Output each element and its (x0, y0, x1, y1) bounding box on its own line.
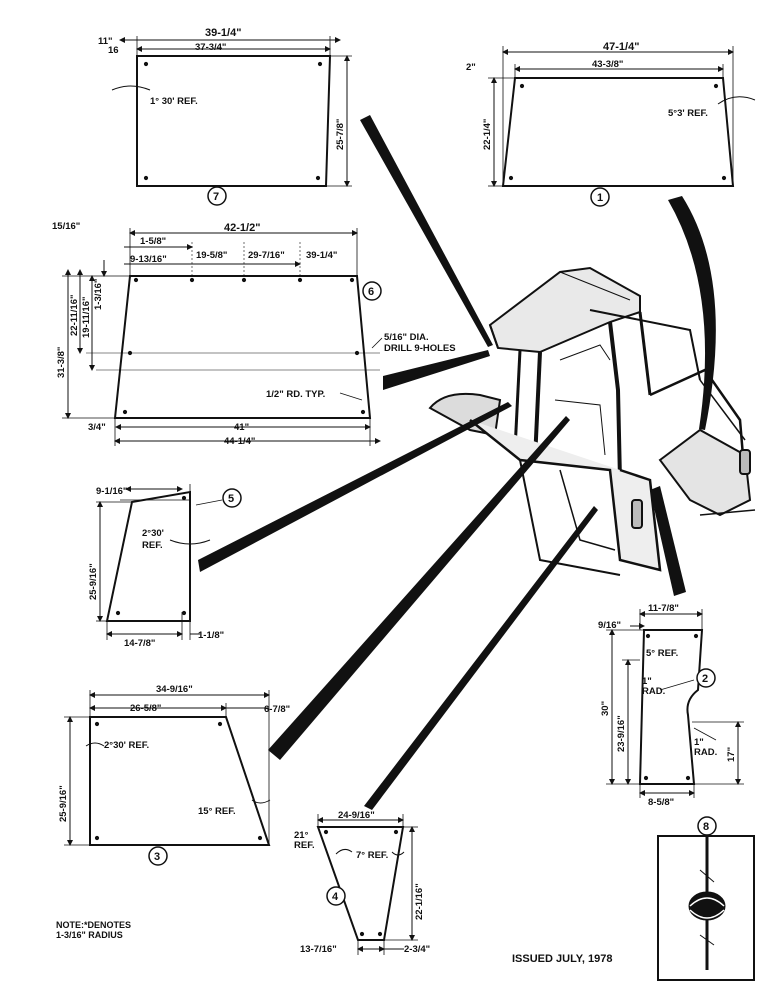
panel-6-hole-note-2: DRILL 9-HOLES (384, 343, 456, 354)
panel-1-offset: 2" (466, 62, 476, 73)
panel-6-overall-width: 44-1/4" (224, 436, 255, 447)
callout-1-label: 1 (597, 192, 603, 204)
note-line-1: NOTE:*DENOTES (56, 920, 131, 930)
panel-4-angle-1b: REF. (294, 840, 315, 851)
panel-6-height: 31-3/8" (56, 347, 67, 378)
callout-6-label: 6 (368, 286, 374, 298)
panel-3 (64, 690, 271, 866)
panel-2-height-3: 17" (726, 747, 737, 762)
callout-4-label: 4 (332, 891, 339, 903)
callout-4 (326, 886, 346, 906)
panel-2-height: 30" (600, 701, 611, 716)
panel-5-bottom-offset: 1-1/8" (198, 630, 224, 641)
panel-1-outline (501, 77, 735, 187)
callout-3-label: 3 (154, 851, 160, 863)
note-line-2: 1-3/16" RADIUS (56, 930, 123, 940)
panel-4 (316, 814, 418, 955)
panel-3-offset: 6-7/8" (264, 704, 290, 715)
callout-3 (148, 846, 168, 866)
panel-7-angle: 1° 30' REF. (150, 96, 198, 107)
panel-5-outline (105, 490, 191, 622)
panel-2-height-2: 23-9/16" (616, 715, 627, 752)
panel-6-hole-dim-3: 29-7/16" (248, 250, 285, 261)
panel-5 (96, 484, 242, 640)
panel-5-top-width: 9-1/16" (96, 486, 127, 497)
panel-1-angle: 5°3' REF. (668, 108, 708, 119)
panel-6-vert-3: 19-11/16" (81, 297, 92, 338)
callout-2-label: 2 (702, 673, 708, 685)
issued-date: ISSUED JULY, 1978 (512, 953, 612, 965)
panel-4-angle-2: 7° REF. (356, 850, 388, 861)
callout-8 (697, 816, 717, 836)
panel-6-bottom-offset: 3/4" (88, 422, 106, 433)
callout-8-label: 8 (703, 821, 709, 833)
callout-7 (207, 186, 227, 206)
panel-2-outline (638, 629, 704, 785)
panel-6-hole-dim-1: 1-5/8" (140, 236, 166, 247)
callout-6 (362, 281, 382, 301)
panel-2 (606, 609, 744, 798)
panel-7-width: 39-1/4" (205, 27, 241, 39)
panel-7 (111, 36, 352, 206)
callout-2 (696, 668, 716, 688)
panel-1-inner-width: 43-3/8" (592, 59, 623, 70)
panel-2-radius-1b: RAD. (642, 686, 665, 697)
panel-1-width: 47-1/4" (603, 41, 639, 53)
panel-2-radius-2a: 1" (694, 737, 704, 748)
panel-3-inner-width: 26-5/8" (130, 703, 161, 714)
panel-6-hole-dim-4: 39-1/4" (306, 250, 337, 261)
panel-3-top-width: 34-9/16" (156, 684, 193, 695)
panel-7-height: 25-7/8" (335, 119, 346, 150)
panel-2-offset: 9/16" (598, 620, 621, 631)
panel-6-hole-note-1: 5/16" DIA. (384, 332, 429, 343)
panel-1 (488, 46, 756, 207)
panel-6-hole-dim-5: 9-13/16" (130, 254, 167, 265)
panel-6-hole-dim-2: 19-5/8" (196, 250, 227, 261)
panel-6-vert-2: 22-11/16" (69, 295, 80, 336)
callout-5 (222, 488, 242, 508)
callout-7-label: 7 (213, 191, 219, 203)
panel-6-outline (113, 275, 372, 419)
panel-6-top-width: 42-1/2" (224, 222, 260, 234)
panel-6-vert-4: 1-3/16" (93, 279, 104, 310)
panel-4-outline (316, 826, 405, 941)
panel-2-radius-2b: RAD. (694, 747, 717, 758)
panel-4-top-width: 24-9/16" (338, 810, 375, 821)
panel-6 (62, 228, 383, 446)
panel-4-bottom-offset: 2-3/4" (404, 944, 430, 955)
panel-4-height: 22-1/16" (414, 883, 425, 920)
panel-7-offset-b: 16 (108, 45, 119, 56)
panel-7-outline (136, 55, 332, 187)
panel-5-angle-1: 2°30' (142, 528, 164, 539)
panel-2-top-width: 11-7/8" (648, 603, 679, 614)
panel-2-radius-1a: 1" (642, 676, 652, 687)
panel-7-offset-a: 11" (98, 36, 113, 47)
panel-3-angle-2: 15° REF. (198, 806, 236, 817)
panel-4-angle-1a: 21° (294, 830, 309, 841)
panel-4-bottom-width: 13-7/16" (300, 944, 337, 955)
detail-8 (657, 816, 755, 981)
panel-6-bottom-width: 41" (234, 422, 249, 433)
panel-2-bottom-width: 8-5/8" (648, 797, 674, 808)
panel-3-angle-1: 2°30' REF. (104, 740, 149, 751)
panel-1-height: 22-1/4" (482, 119, 493, 150)
panel-6-radius-note: 1/2" RD. TYP. (266, 389, 325, 400)
cab-illustration (428, 266, 756, 576)
leader-wedges (198, 115, 716, 810)
panel-5-bottom-width: 14-7/8" (124, 638, 155, 649)
panel-5-height: 25-9/16" (88, 563, 99, 600)
callout-1 (590, 187, 610, 207)
callout-5-label: 5 (228, 493, 234, 505)
panel-6-left-offset: 15/16" (52, 221, 80, 232)
panel-7-inner-width: 37-3/4" (195, 42, 226, 53)
panel-3-height: 25-9/16" (58, 785, 69, 822)
panel-3-outline (89, 716, 271, 846)
panel-2-angle: 5° REF. (646, 648, 678, 659)
panel-5-angle-2: REF. (142, 540, 163, 551)
